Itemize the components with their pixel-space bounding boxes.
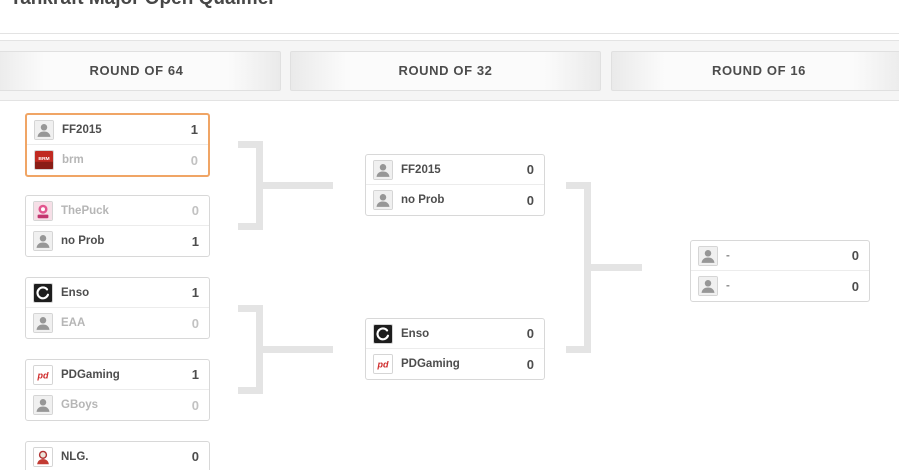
svg-text:BRM: BRM (38, 156, 49, 162)
team-row: ThePuck 0 (26, 196, 209, 226)
team-score: 0 (191, 449, 199, 464)
enso-logo (373, 323, 393, 344)
team-row: no Prob 1 (26, 226, 209, 256)
team-row: pd PDGaming 1 (26, 360, 209, 390)
team-row: Enso 0 (366, 319, 544, 349)
connector-segment (566, 346, 591, 353)
default-avatar-icon (373, 190, 393, 210)
team-row: GBoys 0 (26, 390, 209, 420)
team-row: FF2015 1 (27, 115, 208, 145)
round-header-32: ROUND OF 32 (290, 51, 601, 91)
connector-segment (238, 141, 263, 148)
team-score: 0 (526, 192, 534, 208)
team-row: - 0 (691, 271, 869, 301)
team-score: 0 (191, 315, 199, 331)
match-r32-2[interactable]: Enso 0 pd PDGaming 0 (365, 318, 545, 380)
team-name: PDGaming (61, 368, 120, 381)
match-r64-3[interactable]: Enso 1 EAA 0 (25, 277, 210, 339)
pdgaming-logo: pd (33, 364, 53, 385)
team-score: 0 (526, 356, 534, 372)
pdgaming-logo: pd (373, 354, 393, 374)
title-divider (0, 33, 899, 34)
svg-text:pd: pd (37, 370, 49, 380)
match-r32-1[interactable]: FF2015 0 no Prob 0 (365, 154, 545, 216)
team-name: - (726, 280, 730, 292)
team-name: Enso (401, 327, 430, 340)
match-r64-2[interactable]: ThePuck 0 no Prob 1 (25, 195, 210, 257)
team-row: Enso 1 (26, 278, 209, 308)
team-name: GBoys (61, 399, 99, 411)
team-row: NLG. 0 (26, 442, 209, 470)
default-avatar-icon (34, 119, 54, 140)
default-avatar-icon (33, 313, 53, 333)
connector-segment (256, 346, 333, 353)
team-name: no Prob (401, 194, 445, 206)
team-score: 0 (526, 162, 534, 177)
match-r16-1[interactable]: - 0 - 0 (690, 240, 870, 302)
brm-logo: BRM (34, 150, 54, 170)
team-row: - 0 (691, 241, 869, 271)
team-name: EAA (61, 317, 86, 329)
team-row: EAA 0 (26, 308, 209, 338)
team-name: NLG. (61, 450, 89, 463)
team-row: BRM brm 0 (27, 145, 208, 175)
team-score: 0 (190, 152, 198, 168)
connector-segment (256, 182, 333, 189)
team-name: Enso (61, 286, 90, 299)
match-r64-1[interactable]: FF2015 1 BRM brm 0 (25, 113, 210, 177)
default-avatar-icon (698, 245, 718, 266)
team-score: 1 (191, 233, 199, 249)
team-row: FF2015 0 (366, 155, 544, 185)
team-score: 1 (191, 285, 199, 300)
team-name: no Prob (61, 235, 105, 247)
team-name: ThePuck (61, 204, 109, 217)
team-row: no Prob 0 (366, 185, 544, 215)
default-avatar-icon (33, 395, 53, 415)
team-score: 0 (191, 397, 199, 413)
default-avatar-icon (698, 276, 718, 296)
connector-segment (238, 223, 263, 230)
default-avatar-icon (373, 159, 393, 180)
team-name: PDGaming (401, 358, 460, 370)
team-row: pd PDGaming 0 (366, 349, 544, 379)
enso-logo (33, 282, 53, 303)
round-header-64: ROUND OF 64 (0, 51, 281, 91)
thepuck-logo (33, 200, 53, 221)
team-score: 1 (190, 122, 198, 137)
team-name: - (726, 249, 730, 262)
default-avatar-icon (33, 231, 53, 251)
team-name: FF2015 (62, 123, 102, 136)
team-score: 1 (191, 367, 199, 382)
team-score: 0 (526, 326, 534, 341)
connector-segment (584, 264, 642, 271)
match-r64-5[interactable]: NLG. 0 (25, 441, 210, 470)
match-r64-4[interactable]: pd PDGaming 1 GBoys 0 (25, 359, 210, 421)
connector-segment (238, 305, 263, 312)
team-score: 0 (191, 203, 199, 218)
round-header-16: ROUND OF 16 (611, 51, 899, 91)
team-name: FF2015 (401, 163, 441, 176)
svg-text:pd: pd (377, 360, 389, 370)
team-score: 0 (851, 248, 859, 263)
nlg-logo (33, 446, 53, 467)
connector-segment (238, 387, 263, 394)
connector-segment (566, 182, 591, 189)
team-score: 0 (851, 278, 859, 294)
team-name: brm (62, 154, 84, 166)
page-title: Tankraft Major Open Qualifier (10, 0, 276, 10)
